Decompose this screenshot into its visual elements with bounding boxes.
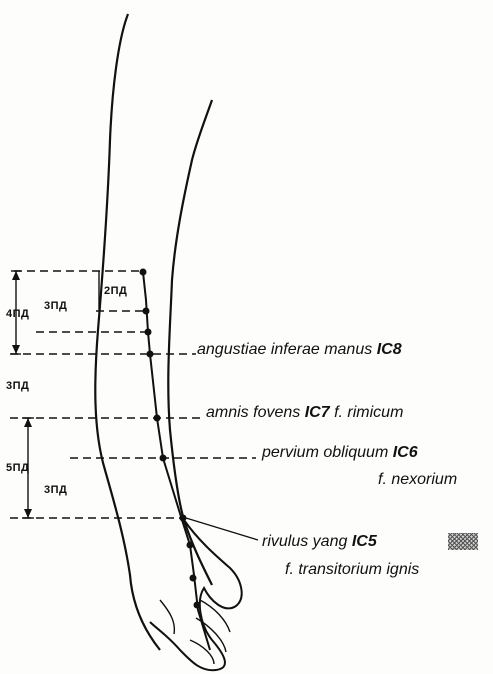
point-code: IC6 [393,444,418,461]
measure-upper-small: 2ПД [104,285,127,297]
point-label-ic5: rivulus yang IC5 [262,533,377,551]
point-dot-upper [143,308,150,315]
point-alt-name: f. rimicum [334,404,403,421]
measure-lower-total: 5ПД [6,462,29,474]
point-label-ic8: angustiae inferae manus IC8 [197,341,402,359]
point-name: amnis fovens [206,404,300,421]
point-dot-hand [187,542,194,549]
measure-middle: 3ПД [6,380,29,392]
point-alt-ic5: f. transitorium ignis [285,561,419,579]
point-name: angustiae inferae manus [197,341,372,358]
point-name: rivulus yang [262,533,347,550]
hatched-box [448,533,478,550]
point-code: IC7 [305,404,330,421]
measure-lower-sub: 3ПД [44,484,67,496]
point-code: IC5 [352,533,377,550]
point-dot-hand [190,575,197,582]
point-label-ic7: amnis fovens IC7 f. rimicum [206,404,403,422]
point-dot-upper [140,269,147,276]
finger-lines [160,600,230,664]
arrow-down [12,345,20,354]
arrow-down [24,509,32,518]
arrow-up [12,271,20,280]
measure-upper-total: 4ПД [6,308,29,320]
point-dot-hand [194,602,201,609]
meridian-line [143,272,210,650]
point-name: pervium obliquum [262,444,388,461]
point-code: IC8 [377,341,402,358]
point-label-ic6: pervium obliquum IC6 [262,444,418,462]
measure-upper-sub: 3ПД [44,300,67,312]
arrow-up [24,418,32,427]
point-alt-ic6: f. nexorium [378,471,457,489]
